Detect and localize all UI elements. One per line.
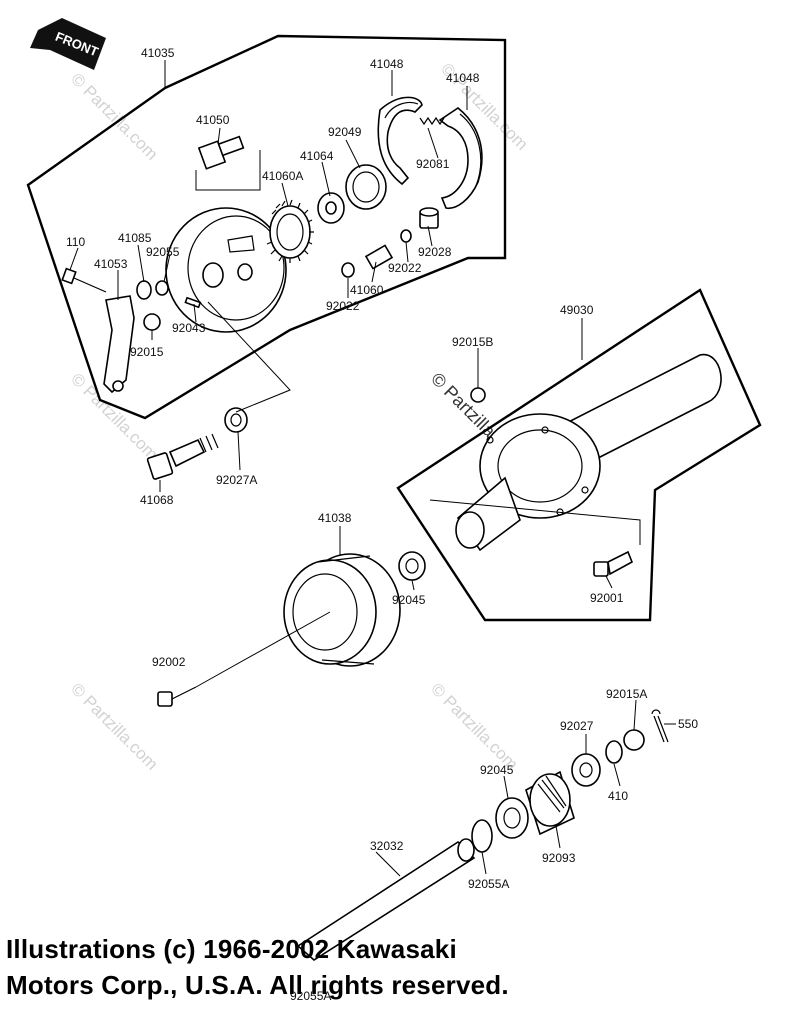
- group-border-axle-housing: [396, 288, 762, 622]
- hub-92093: [525, 770, 575, 836]
- washer-410: [605, 740, 623, 764]
- label-110: 110: [66, 235, 85, 249]
- label-92022: 92022: [388, 261, 422, 275]
- copyright-line-2: Motors Corp., U.S.A. All rights reserved…: [6, 970, 509, 1000]
- label-41035: 41035: [141, 46, 175, 60]
- watermark: © Partzilla.com: [67, 679, 161, 773]
- bearing-92045b: [495, 797, 529, 839]
- label-49030: 49030: [560, 303, 594, 317]
- label-41060a: 41060A: [262, 169, 303, 183]
- nut-92015a: [623, 729, 645, 751]
- label-41048: 41048: [370, 57, 404, 71]
- spacer-92027: [571, 753, 601, 787]
- washer-92022a: [400, 229, 412, 243]
- bolt-110: [61, 267, 107, 293]
- brake-panel-41035: [165, 207, 287, 333]
- pin-92028: [419, 207, 439, 229]
- washer-92055a: [471, 819, 493, 853]
- label-41053: 41053: [94, 257, 128, 271]
- label-41068: 41068: [140, 493, 174, 507]
- label-92055: 92055: [146, 245, 180, 259]
- nut-92015: [143, 313, 161, 331]
- gear-41060a: [266, 199, 314, 263]
- label-92001: 92001: [590, 591, 624, 605]
- label-92055a-bottom: 92055A: [290, 989, 331, 1003]
- copyright-line-1: Illustrations (c) 1966-2002 Kawasaki: [6, 934, 457, 964]
- watermark: © Partzilla.com: [67, 69, 161, 163]
- label-92015: 92015: [130, 345, 164, 359]
- washer-92022b: [341, 262, 355, 278]
- label-92045: 92045: [480, 763, 514, 777]
- label-92081: 92081: [416, 157, 450, 171]
- label-92015a: 92015A: [606, 687, 647, 701]
- label-410: 410: [608, 789, 628, 803]
- label-92027a: 92027A: [216, 473, 257, 487]
- label-92015b: 92015B: [452, 335, 493, 349]
- brake-shoe-41048-right: [438, 107, 483, 209]
- bolt-92002: [157, 686, 197, 707]
- label-92049: 92049: [328, 125, 362, 139]
- key-92043: [184, 296, 202, 309]
- brake-shoe-41048-left: [377, 96, 423, 186]
- washer-92055: [155, 280, 169, 296]
- label-41060: 41060: [350, 283, 384, 297]
- label-92022: 92022: [326, 299, 360, 313]
- label-92028: 92028: [418, 245, 452, 259]
- label-92043: 92043: [172, 321, 206, 335]
- label-92027: 92027: [560, 719, 594, 733]
- leader-lines: [69, 60, 676, 877]
- spring-92081: [419, 116, 445, 126]
- label-550: 550: [678, 717, 698, 731]
- label-92045: 92045: [392, 593, 426, 607]
- ring-41085: [136, 280, 152, 300]
- brake-drum-41038: [283, 553, 401, 667]
- oil-seal-92049: [345, 164, 387, 210]
- brake-cam-41050: [197, 135, 245, 170]
- washer-41064: [317, 192, 345, 224]
- label-41038: 41038: [318, 511, 352, 525]
- brake-lever-41053: [103, 295, 135, 394]
- cotter-pin-550: [651, 709, 669, 743]
- label-41048: 41048: [446, 71, 480, 85]
- bolt-92001: [593, 550, 634, 577]
- label-92093: 92093: [542, 851, 576, 865]
- bolt-41068: [146, 433, 219, 480]
- group-border-brake-panel: [26, 34, 507, 420]
- axle-32032: [296, 838, 476, 961]
- nut-92015b: [470, 387, 486, 403]
- label-92002: 92002: [152, 655, 186, 669]
- label-32032: 32032: [370, 839, 404, 853]
- label-92055a: 92055A: [468, 877, 509, 891]
- part-labels: 41035 41048 41048 41050 92049 41064 9208…: [66, 46, 698, 1003]
- watermark: © Partzilla.com: [427, 679, 521, 773]
- label-41085: 41085: [118, 231, 152, 245]
- axle-housing-49030: [455, 354, 722, 552]
- label-41050: 41050: [196, 113, 230, 127]
- cam-41060: [364, 244, 394, 270]
- label-41064: 41064: [300, 149, 334, 163]
- front-arrow-icon: FRONT: [30, 18, 106, 70]
- bearing-92045a: [398, 551, 426, 581]
- spacer-92027a: [224, 407, 248, 433]
- watermark-layer: © Partzilla.com © Partzilla.com © Partzi…: [67, 59, 531, 773]
